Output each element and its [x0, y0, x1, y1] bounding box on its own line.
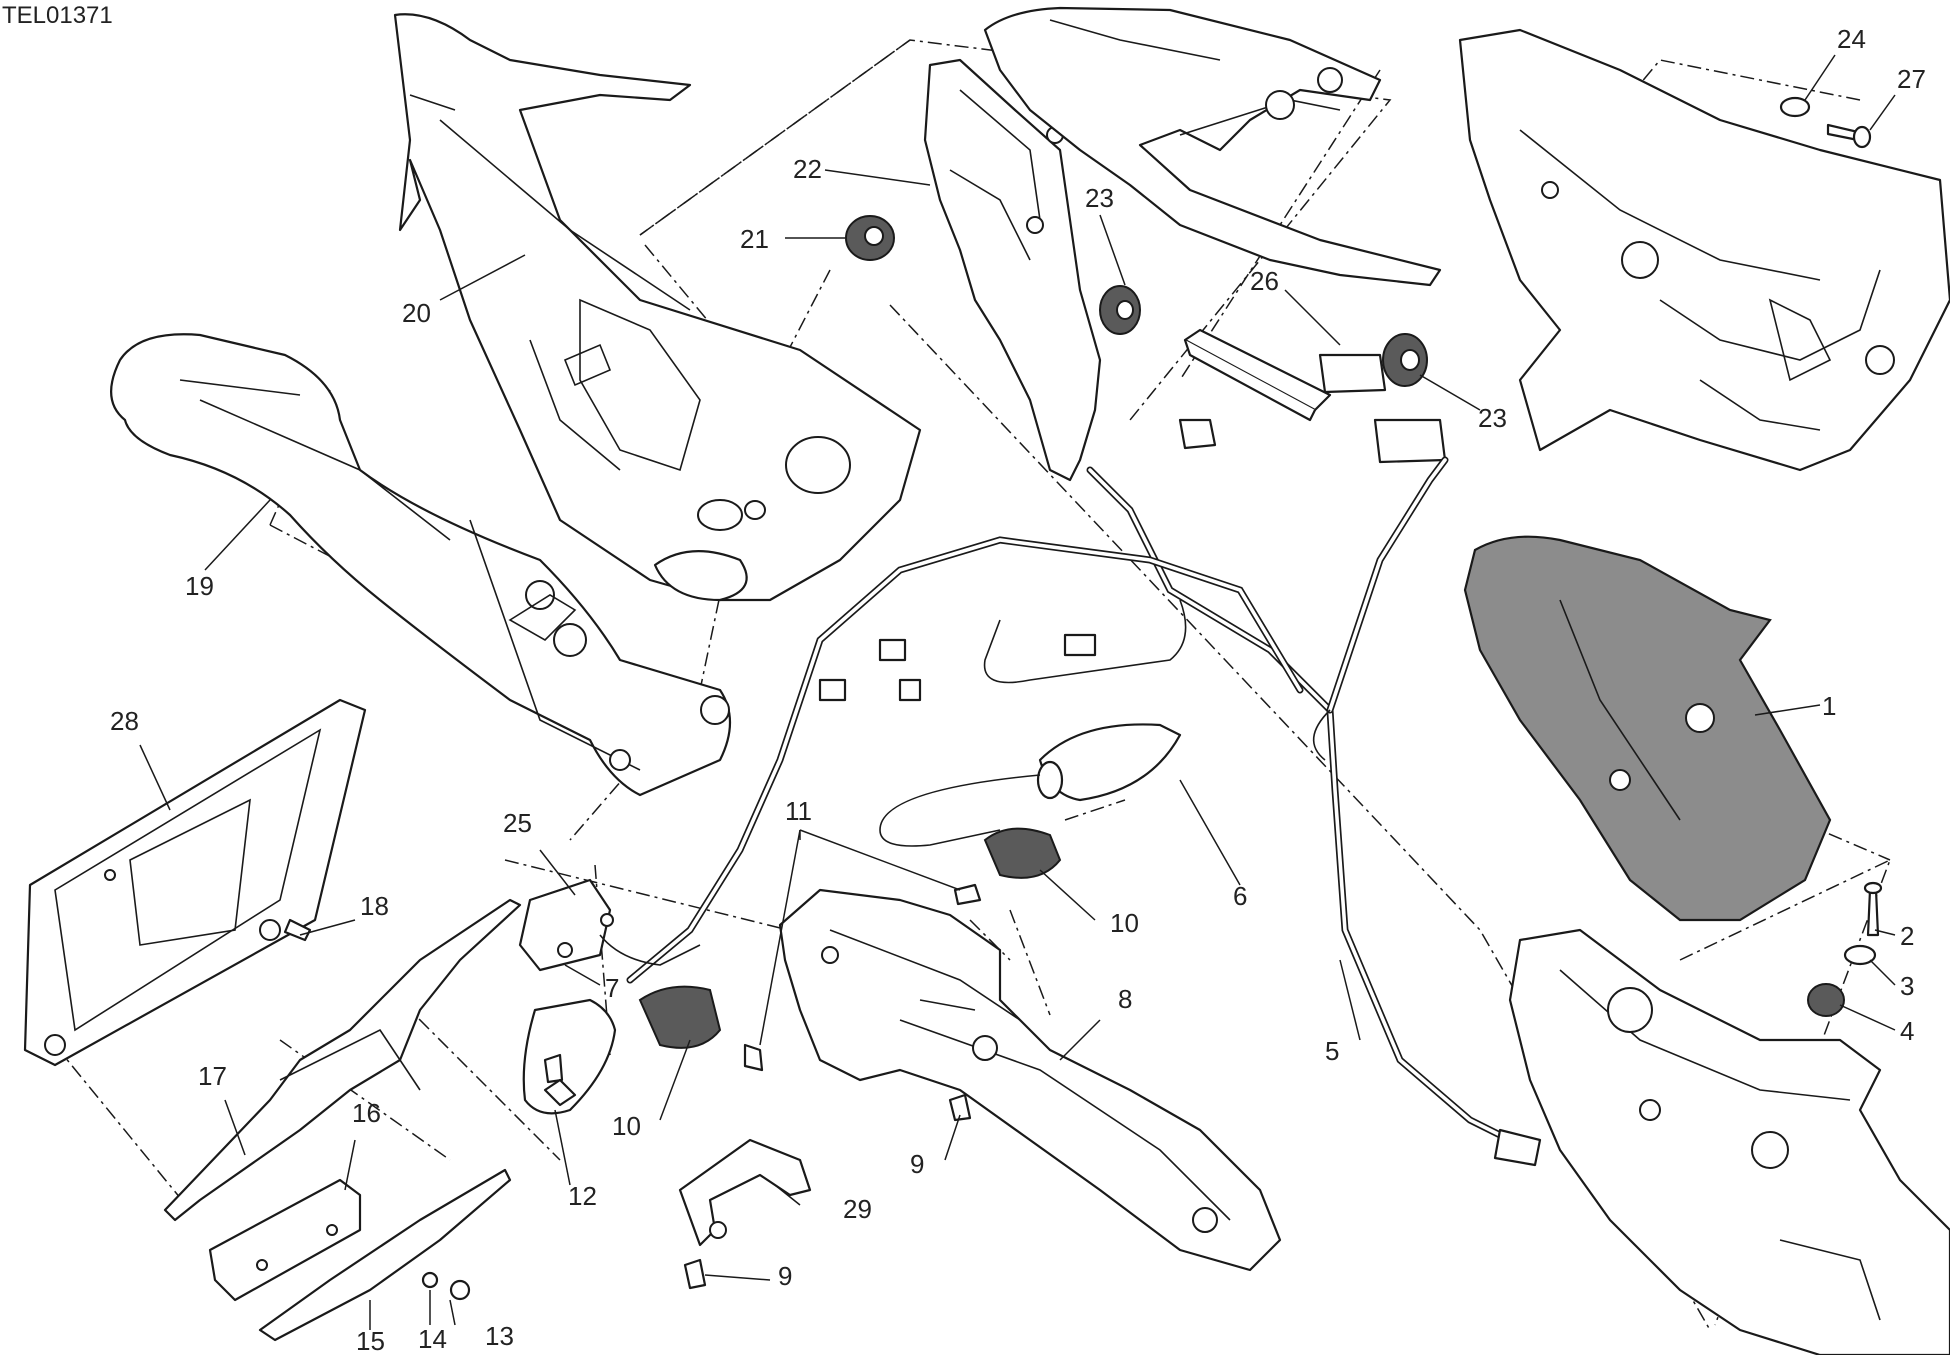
part-24-washer: [1779, 96, 1811, 118]
callout-18: 18: [360, 891, 389, 921]
part-15-bracket: [258, 1168, 512, 1342]
part-18-screw: [283, 918, 312, 942]
callout-15: 15: [356, 1326, 385, 1355]
callout-10-left: 10: [612, 1111, 641, 1141]
callout-21: 21: [740, 224, 769, 254]
part-26-connectors: [1178, 328, 1447, 464]
callout-7: 7: [605, 973, 619, 1003]
callout-29: 29: [843, 1194, 872, 1224]
part-6-turn-indicator: [879, 723, 1182, 847]
callout-8: 8: [1118, 984, 1132, 1014]
part-1-undertray: [1463, 535, 1832, 922]
callout-14: 14: [418, 1324, 447, 1354]
part-23-grommets: [1099, 285, 1428, 387]
part-29-bracket: [678, 1138, 812, 1247]
callout-12: 12: [568, 1181, 597, 1211]
callout-13: 13: [485, 1321, 514, 1351]
part-5-wiring-harness: [626, 456, 1542, 1167]
leader-lines: [139, 54, 1896, 1330]
part-28-license-plate: [23, 698, 367, 1067]
tail-upper-frame: [983, 6, 1442, 287]
callout-20: 20: [402, 298, 431, 328]
part-14-washer: [421, 1271, 439, 1289]
part-16-reflector: [208, 1178, 362, 1302]
part-21-grommet: [845, 215, 895, 261]
callout-labels: 1 2 3 4 5 6 7 8 9 9 10 10 11 12 13 14 15…: [110, 24, 1926, 1355]
callout-9-lower: 9: [778, 1261, 792, 1291]
callout-9-upper: 9: [910, 1149, 924, 1179]
callout-3: 3: [1900, 971, 1914, 1001]
callout-6: 6: [1233, 881, 1247, 911]
part-19-subframe-bracket: [110, 333, 731, 797]
callout-26: 26: [1250, 266, 1279, 296]
callout-11: 11: [785, 796, 812, 826]
callout-25: 25: [503, 808, 532, 838]
rear-frame: [1508, 928, 1950, 1355]
part-8-plate-holder-arm: [778, 888, 1282, 1272]
part-10-rubber-mounts: [638, 827, 1062, 1049]
part-13-nut: [449, 1279, 471, 1301]
part-20-tail-inner-panel: [393, 13, 922, 602]
callout-1: 1: [1822, 691, 1836, 721]
part-2-screw: [1863, 881, 1883, 937]
callout-10-right: 10: [1110, 908, 1139, 938]
part-4-grommet: [1807, 983, 1845, 1017]
callout-25-27: 27: [1897, 64, 1926, 94]
fasteners: [283, 883, 982, 1301]
callout-24: 24: [1837, 24, 1866, 54]
callout-19: 19: [185, 571, 214, 601]
part-12-turn-indicator: [522, 998, 617, 1115]
callout-5: 5: [1325, 1036, 1339, 1066]
callout-23-right: 23: [1478, 403, 1507, 433]
rear-seat-cowl: [1458, 28, 1950, 472]
callout-4: 4: [1900, 1016, 1914, 1046]
part-25-light-unit: [518, 878, 701, 972]
callout-28: 28: [110, 706, 139, 736]
callout-22: 22: [793, 154, 822, 184]
part-3-washer: [1843, 944, 1877, 966]
callout-17: 17: [198, 1061, 227, 1091]
callout-23-upper: 23: [1085, 183, 1114, 213]
part-22-light-bracket: [923, 58, 1102, 482]
drawing-code: TEL01371: [2, 2, 113, 29]
part-17-plate-support: [163, 898, 522, 1222]
callout-2: 2: [1900, 921, 1914, 951]
part-27-screw: [1826, 123, 1872, 149]
callout-16: 16: [352, 1098, 381, 1128]
